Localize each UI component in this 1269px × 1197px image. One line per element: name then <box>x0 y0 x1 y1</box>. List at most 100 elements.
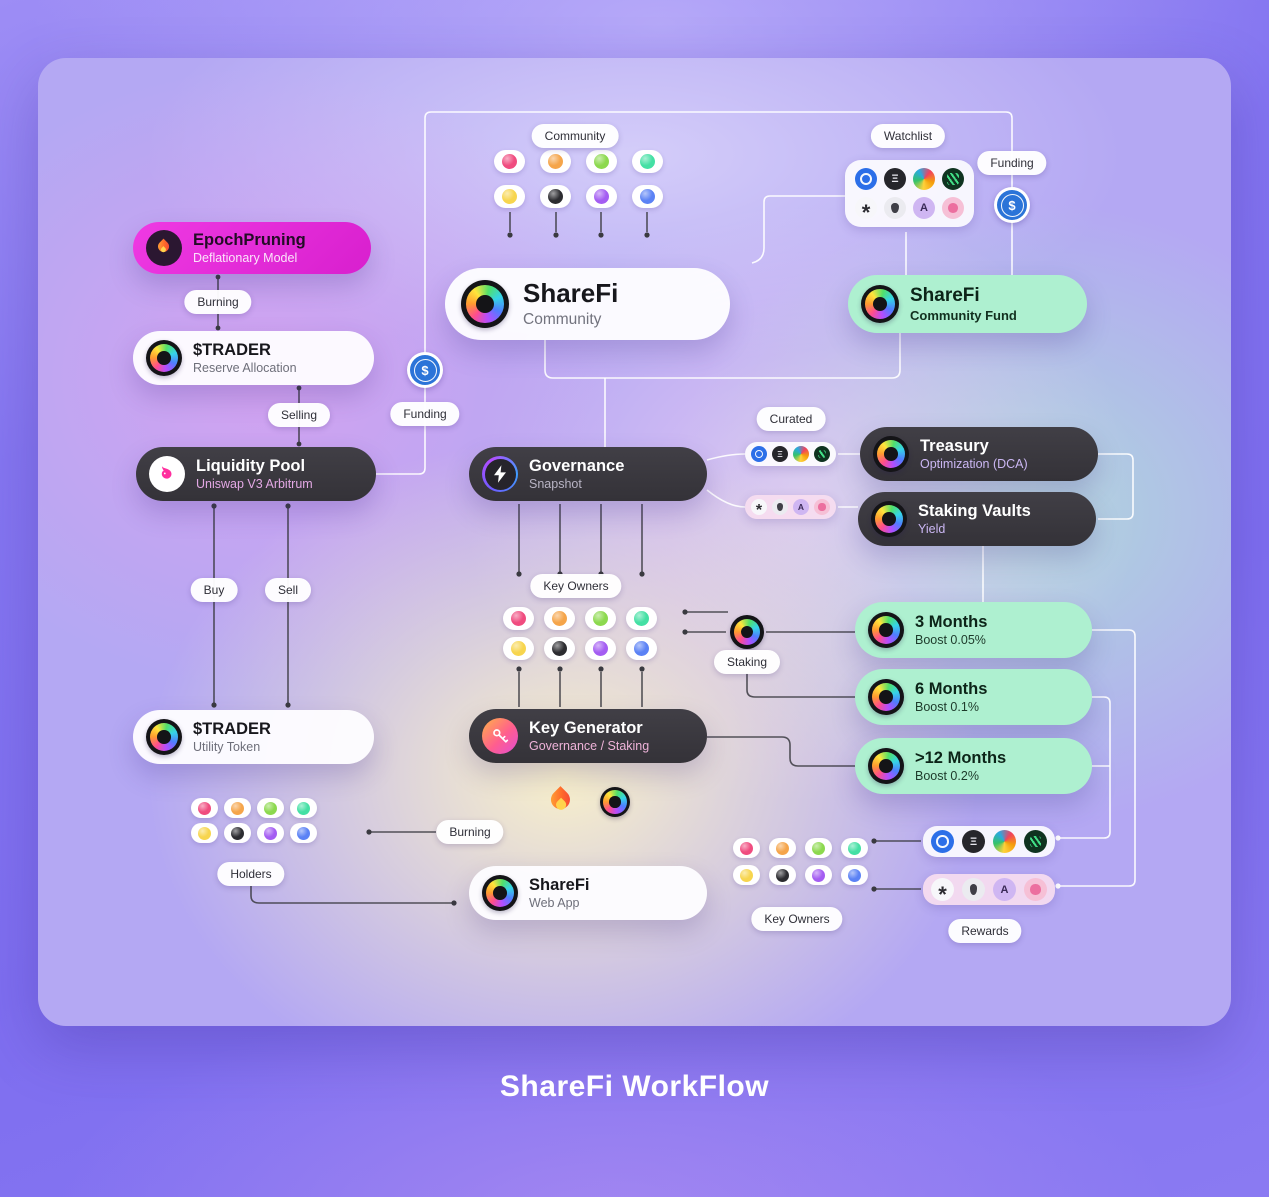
member-avatar <box>224 798 251 818</box>
member-avatar <box>494 150 525 173</box>
member-avatar <box>191 823 218 843</box>
label-community: Community <box>531 124 619 148</box>
token-green-stripes-icon <box>942 168 964 190</box>
token-green-stripes-icon <box>814 446 830 462</box>
member-avatar <box>769 838 796 858</box>
node-subtitle: Yield <box>918 522 946 537</box>
curated-token-group-1: Ξ <box>745 442 836 466</box>
label-sell: Sell <box>264 578 312 602</box>
member-avatar <box>257 798 284 818</box>
member-avatar <box>585 637 616 660</box>
member-avatar <box>290 798 317 818</box>
member-avatar <box>626 637 657 660</box>
staking-vaults-node: Staking Vaults Yield <box>858 492 1096 546</box>
label-burning-top: Burning <box>184 290 252 314</box>
avatar-row <box>191 798 317 818</box>
node-title: ShareFi <box>523 277 619 308</box>
node-title: ShareFi <box>529 875 590 894</box>
member-avatar <box>257 823 284 843</box>
treasury-node: Treasury Optimization (DCA) <box>860 427 1098 481</box>
token-eth-dark-icon: Ξ <box>962 830 985 853</box>
label-watchlist: Watchlist <box>870 124 946 148</box>
label-key-owners-top: Key Owners <box>530 574 622 598</box>
sharefi-logo-icon <box>861 285 899 323</box>
lightning-icon <box>482 456 518 492</box>
token-letter-a-icon: A <box>913 197 935 219</box>
avatar-row <box>733 838 868 858</box>
token-blue-ring-icon <box>855 168 877 190</box>
rewards-token-group-2: *A <box>923 874 1055 905</box>
sharefi-logo-icon <box>146 719 182 755</box>
sharefi-logo-icon <box>868 748 904 784</box>
stake-3-months-node: 3 Months Boost 0.05% <box>855 602 1092 658</box>
node-subtitle: Deflationary Model <box>193 251 298 266</box>
label-buy: Buy <box>190 578 238 602</box>
epoch-pruning-node: EpochPruning Deflationary Model <box>133 222 371 274</box>
key-owner-avatars <box>503 607 657 660</box>
avatar-row <box>494 150 663 173</box>
key-generator-node: Key Generator Governance / Staking <box>469 709 707 763</box>
token-letter-a-icon: A <box>993 878 1016 901</box>
node-subtitle: Boost 0.1% <box>915 700 979 715</box>
usdc-coin-icon: $ <box>994 187 1030 223</box>
node-title: Staking Vaults <box>918 501 1031 520</box>
trader-reserve-node: $TRADER Reserve Allocation <box>133 331 374 385</box>
token-letter-a-icon: A <box>793 499 809 515</box>
sharefi-logo-icon <box>868 612 904 648</box>
member-avatar <box>191 798 218 818</box>
node-subtitle: Snapshot <box>529 477 582 492</box>
member-avatar <box>805 838 832 858</box>
token-pink-dot-icon <box>1024 878 1047 901</box>
stake-6-months-node: 6 Months Boost 0.1% <box>855 669 1092 725</box>
sharefi-logo-icon <box>461 280 509 328</box>
node-subtitle: Uniswap V3 Arbitrum <box>196 477 313 492</box>
member-avatar <box>626 607 657 630</box>
holders-avatars <box>191 798 317 843</box>
sharefi-community-node: ShareFi Community <box>445 268 730 340</box>
sharefi-logo-icon <box>146 340 182 376</box>
member-avatar <box>503 637 534 660</box>
page-title: ShareFi WorkFlow <box>499 1070 770 1103</box>
node-subtitle: Utility Token <box>193 740 261 755</box>
member-avatar <box>769 865 796 885</box>
avatar-row <box>503 637 657 660</box>
avatar-row <box>733 865 868 885</box>
member-avatar <box>733 838 760 858</box>
token-color-pie-icon <box>913 168 935 190</box>
token-color-pie-icon <box>993 830 1016 853</box>
node-title: $TRADER <box>193 719 271 738</box>
member-avatar <box>540 150 571 173</box>
label-burning-bottom: Burning <box>436 820 504 844</box>
node-title: EpochPruning <box>193 230 306 249</box>
node-title: Liquidity Pool <box>196 456 306 475</box>
token-snowflake-icon: * <box>931 878 954 905</box>
node-title: Key Generator <box>529 718 643 737</box>
rewards-token-group-1: Ξ <box>923 826 1055 857</box>
node-title: 3 Months <box>915 612 988 631</box>
token-blue-ring-icon <box>751 446 767 462</box>
governance-node: Governance Snapshot <box>469 447 707 501</box>
trader-utility-node: $TRADER Utility Token <box>133 710 374 764</box>
watchlist-token-group: Ξ * A <box>845 160 974 227</box>
token-droplet-icon <box>772 499 788 515</box>
web-app-node: ShareFi Web App <box>469 866 707 920</box>
flame-icon <box>146 230 182 266</box>
label-funding-top: Funding <box>977 151 1047 175</box>
token-snowflake-icon: * <box>855 197 877 224</box>
member-avatar <box>503 607 534 630</box>
node-title: 6 Months <box>915 679 988 698</box>
member-avatar <box>632 185 663 208</box>
member-avatar <box>290 823 317 843</box>
token-eth-dark-icon: Ξ <box>884 168 906 190</box>
node-title: Governance <box>529 456 625 475</box>
member-avatar <box>586 150 617 173</box>
token-eth-dark-icon: Ξ <box>772 446 788 462</box>
sharefi-logo-icon <box>871 501 907 537</box>
label-key-owners-bottom: Key Owners <box>751 907 843 931</box>
key-icon <box>482 718 518 754</box>
node-subtitle: Optimization (DCA) <box>920 457 1028 472</box>
label-curated: Curated <box>756 407 826 431</box>
label-staking: Staking <box>713 650 781 674</box>
member-avatar <box>544 637 575 660</box>
